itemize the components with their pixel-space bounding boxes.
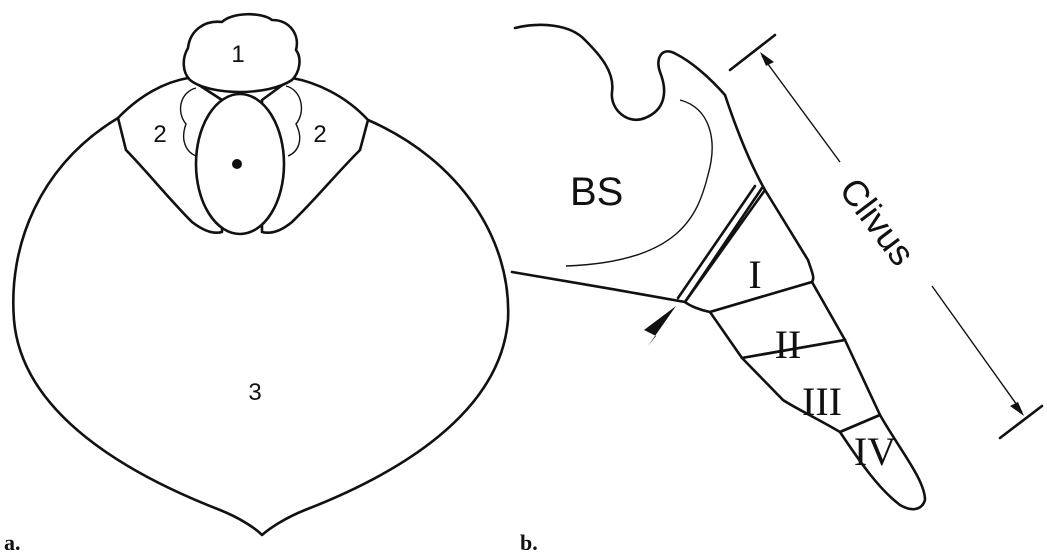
- panel-a-diagram: 1 2 2 3: [13, 14, 508, 535]
- synchondrosis-arrowhead: [644, 306, 676, 346]
- label-3: 3: [248, 379, 261, 406]
- label-1: 1: [231, 41, 244, 68]
- segment-III-label: III: [802, 379, 842, 424]
- bs-label: BS: [570, 170, 623, 214]
- label-2-right: 2: [313, 121, 326, 148]
- central-dot: [232, 159, 242, 169]
- segment-II-label: II: [775, 322, 802, 367]
- clivus-dim-line-upper: [762, 56, 840, 162]
- panel-a-caption: a.: [4, 530, 21, 554]
- panel-b-diagram: BS Clivus I II III IV: [512, 25, 1042, 509]
- clivus-dim-line-lower: [932, 286, 1022, 412]
- clivus-label: Clivus: [832, 170, 924, 273]
- panel-b-caption: b.: [520, 530, 538, 554]
- segment-IV-label: IV: [854, 429, 896, 474]
- clivus-arrow-top: [760, 52, 774, 66]
- label-2-left: 2: [153, 121, 166, 148]
- sphenoid-upper-outline: [515, 25, 765, 190]
- clivus-arrow-bottom: [1010, 402, 1024, 416]
- segment-I-label: I: [748, 252, 761, 297]
- sphenoid-floor-outline: [512, 272, 685, 302]
